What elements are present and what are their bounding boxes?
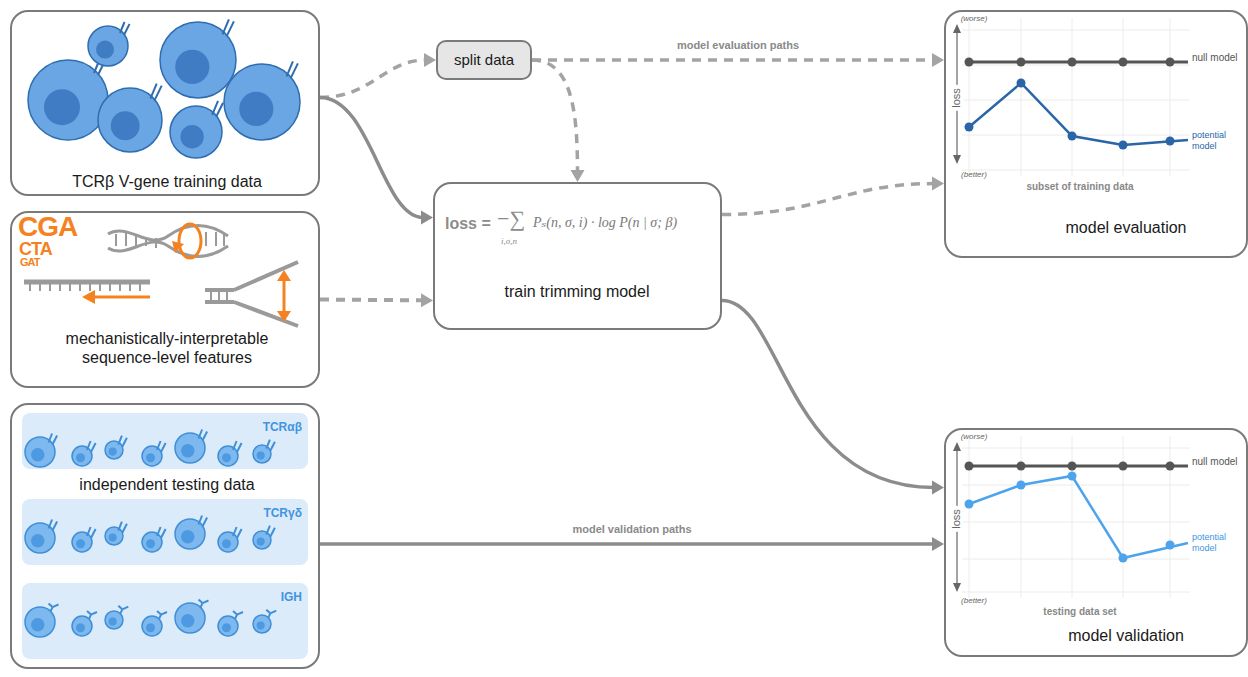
cell xyxy=(25,434,57,468)
process-box: independent testing data TCRαβTCRγδIGH xyxy=(10,403,320,669)
node-text: null model xyxy=(1192,52,1238,64)
strand-arrowhead xyxy=(82,290,95,304)
connector xyxy=(320,97,433,224)
connector xyxy=(320,293,433,307)
connector xyxy=(532,53,944,67)
node-text: potential model xyxy=(1192,130,1242,152)
cell xyxy=(218,611,243,636)
node-text: split data xyxy=(440,51,528,69)
process-box: (worse) loss (better) testing data set null … xyxy=(944,428,1248,657)
cell xyxy=(253,440,275,463)
node-text: potential model xyxy=(1192,532,1242,554)
band-fill xyxy=(22,499,308,565)
node-text: testing data set xyxy=(1043,606,1116,618)
node-text: loss xyxy=(950,85,963,111)
node-text: mechanistically-interpretable sequence-l… xyxy=(42,329,292,367)
node-text: null model xyxy=(1192,456,1238,468)
loop-arrowhead xyxy=(172,241,184,253)
cell xyxy=(98,84,162,152)
strand-icon xyxy=(24,282,150,291)
cell xyxy=(218,441,242,466)
fork-arrow xyxy=(283,278,286,314)
band-fill xyxy=(22,583,308,659)
helix-icon xyxy=(108,226,228,257)
node-text: TCRαβ xyxy=(263,420,302,434)
process-box: (worse) loss (better) subset of training da… xyxy=(944,10,1248,258)
node-text: loss xyxy=(950,506,963,532)
node-text: TCRβ V-gene training data xyxy=(22,172,312,191)
cell xyxy=(25,604,59,638)
cell xyxy=(28,58,108,140)
cell xyxy=(175,516,207,550)
node-text: (worse) xyxy=(961,14,988,24)
receptor-band: TCRγδ xyxy=(24,501,310,567)
cell xyxy=(142,527,166,552)
node-text: train trimming model xyxy=(442,282,712,301)
node-text: model evaluation xyxy=(1026,218,1226,237)
band-fill xyxy=(22,413,308,469)
node-text: −∑ xyxy=(497,206,525,232)
cell xyxy=(105,606,128,629)
sequence-logo-row: CTA xyxy=(19,240,52,258)
edge-label: model validation paths xyxy=(568,523,695,535)
node-text: loss = xyxy=(445,214,491,233)
cell xyxy=(175,430,207,464)
connector xyxy=(722,300,944,494)
cell xyxy=(253,610,276,633)
split-box: split data xyxy=(436,40,532,80)
validation-chart xyxy=(953,436,1190,598)
cell xyxy=(224,61,300,140)
cell xyxy=(142,441,166,466)
cell xyxy=(72,527,96,552)
sequence-logo-row: GAT xyxy=(20,257,39,268)
connector xyxy=(722,177,944,215)
loop-arrow xyxy=(179,224,201,258)
node-text: (better) xyxy=(961,596,987,606)
sequence-logo-row: CGA xyxy=(18,213,77,241)
node-text: i,σ,n xyxy=(501,236,517,247)
connector xyxy=(320,53,436,97)
fork-arrowhead xyxy=(277,311,291,322)
cell xyxy=(218,527,242,552)
eval-chart xyxy=(953,18,1190,176)
node-text: IGH xyxy=(281,590,302,604)
connector xyxy=(532,60,585,182)
cell xyxy=(88,22,130,66)
cell xyxy=(175,600,209,634)
node-text: (worse) xyxy=(961,432,988,442)
cell xyxy=(105,436,127,459)
connector xyxy=(320,537,944,551)
node-text: model validation xyxy=(1026,626,1226,645)
node-text: independent testing data xyxy=(22,475,312,494)
process-box: loss = −∑ i,σ,n Pₛ(n, σ, i) · log P(n | σ; … xyxy=(433,182,722,330)
cell xyxy=(72,441,96,466)
process-box: TCRβ V-gene training data xyxy=(10,10,320,196)
edge-label: model evaluation paths xyxy=(673,39,803,51)
cell xyxy=(253,526,275,549)
node-text: (better) xyxy=(961,170,987,180)
cell xyxy=(160,19,236,98)
cell xyxy=(170,101,223,158)
fork-icon xyxy=(205,262,298,326)
receptor-band: TCRαβ xyxy=(24,415,310,471)
strand-arrow xyxy=(94,296,150,299)
cell xyxy=(72,611,97,636)
cell xyxy=(105,522,127,545)
cell xyxy=(25,520,57,554)
cell xyxy=(142,611,167,636)
node-text: TCRγδ xyxy=(263,506,302,520)
node-text: Pₛ(n, σ, i) · log P(n | σ; β) xyxy=(533,215,677,232)
fork-arrowhead xyxy=(277,270,291,281)
node-text: subset of training data xyxy=(1026,181,1133,193)
receptor-band: IGH xyxy=(24,585,310,661)
